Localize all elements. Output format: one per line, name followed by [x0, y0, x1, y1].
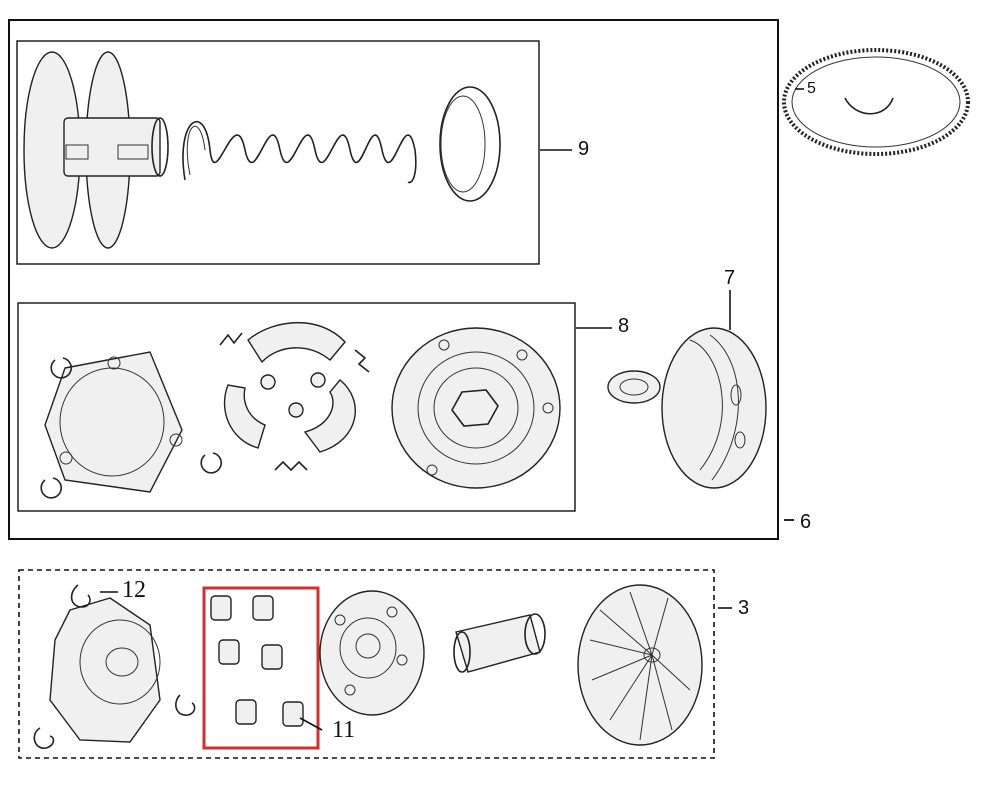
- callout-9: 9: [578, 138, 590, 160]
- clutch-carrier-part: [391, 327, 561, 489]
- roller-weights-part: [210, 595, 304, 727]
- callout-7: 7: [724, 267, 736, 289]
- callout-12: 12: [122, 577, 146, 603]
- clutch-outer-part: [661, 327, 767, 489]
- callout-6: 6: [800, 511, 812, 533]
- clutch-shoes-part: [219, 322, 370, 472]
- clutch-plate-part: [44, 351, 183, 493]
- spring-part: [182, 120, 417, 184]
- nut-part: [607, 370, 661, 404]
- assembly-9-frame: [16, 40, 540, 265]
- slider-clips-part: [33, 584, 196, 749]
- callout-11: 11: [332, 717, 356, 743]
- circlip-parts: [40, 357, 222, 499]
- callout-8: 8: [618, 315, 630, 337]
- variator-sleeve-part: [453, 613, 546, 673]
- seal-ring-part: [439, 86, 501, 202]
- callout-leader-11: [299, 717, 323, 731]
- roller-weights-highlight: [202, 586, 320, 750]
- callout-3: 3: [738, 597, 750, 619]
- drive-face-part: [23, 51, 169, 249]
- callout-5: 5: [807, 80, 816, 97]
- drive-belt-part: [782, 48, 970, 156]
- ramp-plate-part: [49, 597, 161, 743]
- fan-drive-face-part: [577, 584, 703, 746]
- assembly-8-frame: [17, 302, 576, 512]
- assembly-6-frame: [8, 19, 779, 540]
- variator-part: [319, 590, 425, 716]
